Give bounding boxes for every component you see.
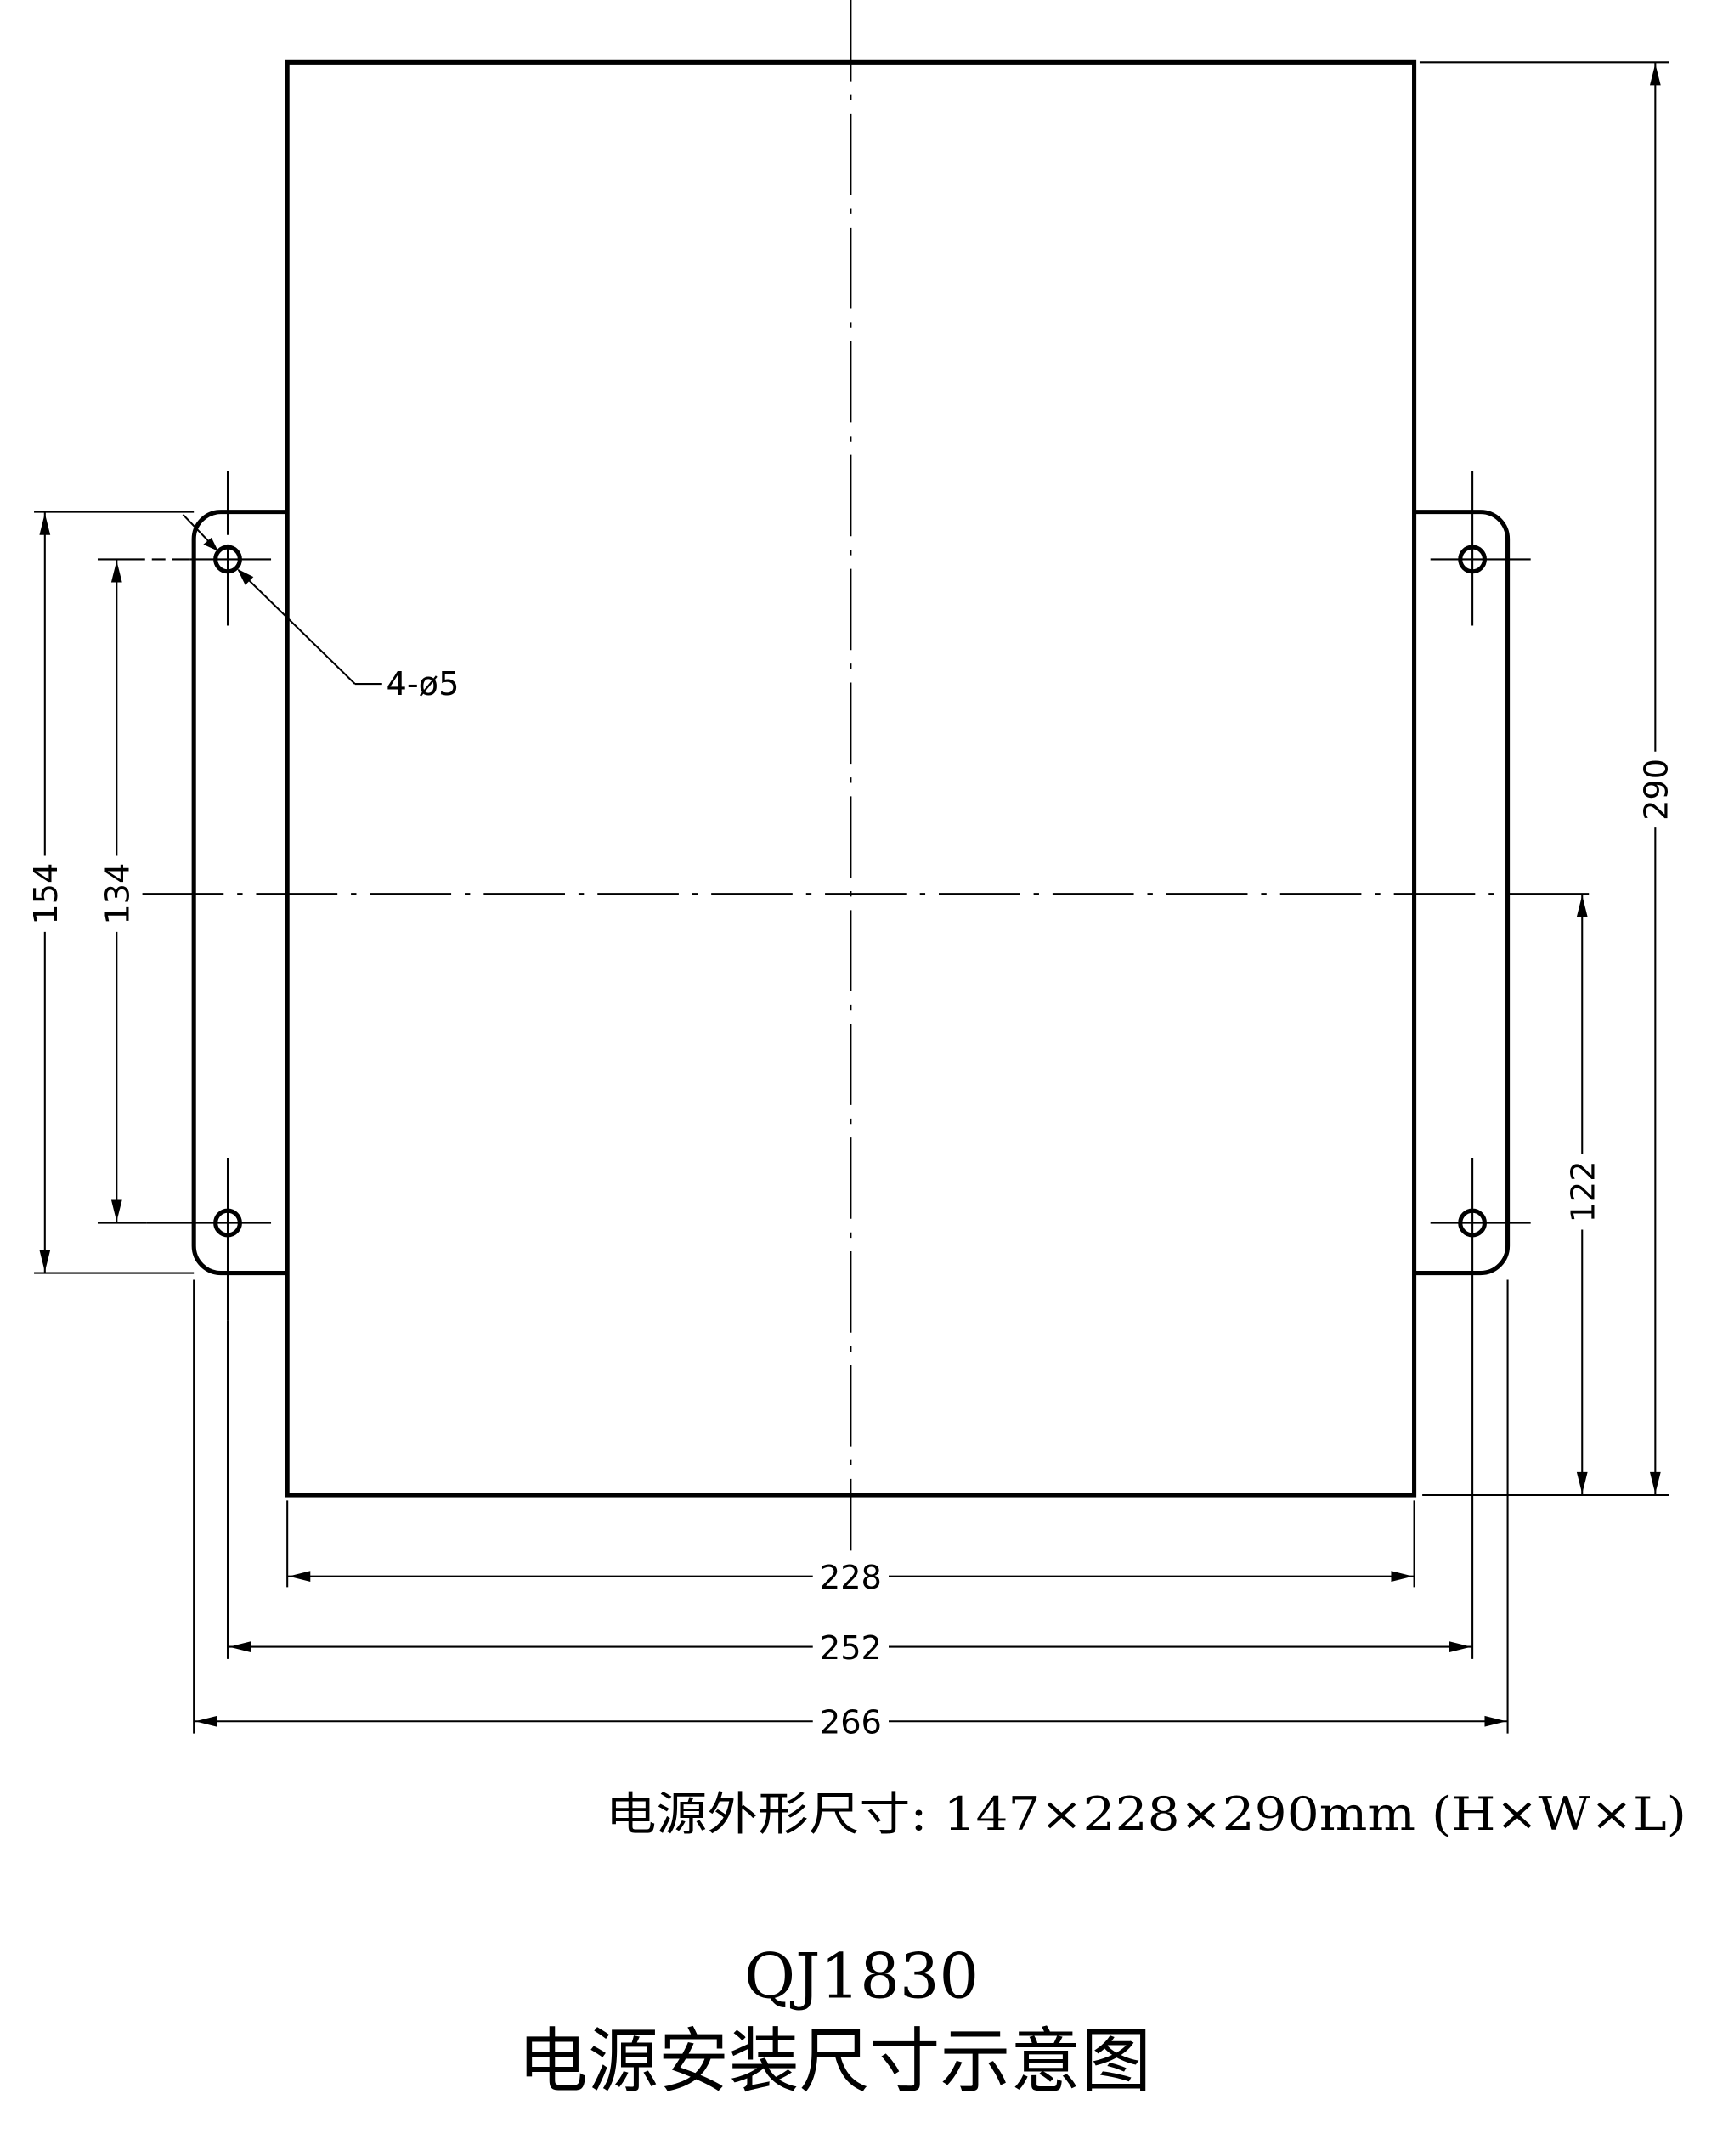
model-number: QJ1830 [744, 1940, 979, 2012]
drawing-title: 电源安装尺寸示意图 [517, 2020, 1151, 2102]
dimension-134: 134 [97, 558, 190, 1224]
dimension-154: 154 [27, 511, 195, 1274]
power-supply-body [285, 59, 1417, 1498]
dimension-228: 228 [286, 1500, 1415, 1597]
dimension-252: 252 [226, 1320, 1473, 1668]
dimension-122: 122 [1565, 894, 1603, 1496]
dimension-290: 290 [1419, 61, 1676, 1497]
mounting-holes [146, 471, 1531, 1659]
hole-center-marks [146, 471, 1531, 1659]
left-mounting-flange [191, 510, 288, 1276]
right-mounting-flange [1414, 510, 1511, 1276]
dimension-266-label: 266 [820, 1704, 882, 1742]
dimension-266: 266 [193, 1279, 1509, 1742]
spec-line: 电源外形尺寸: 147×228×290mm (H×W×L) [606, 1787, 1686, 1841]
dimension-122-label: 122 [1565, 1160, 1603, 1222]
hole-callout: 4-ø5 [182, 514, 460, 703]
dimension-252-label: 252 [820, 1629, 882, 1668]
hole-callout-label: 4-ø5 [387, 665, 460, 703]
dimension-154-label: 154 [27, 863, 65, 925]
dimension-228-label: 228 [820, 1559, 882, 1597]
dimension-134-label: 134 [99, 863, 138, 925]
dimension-290-label: 290 [1638, 759, 1676, 821]
